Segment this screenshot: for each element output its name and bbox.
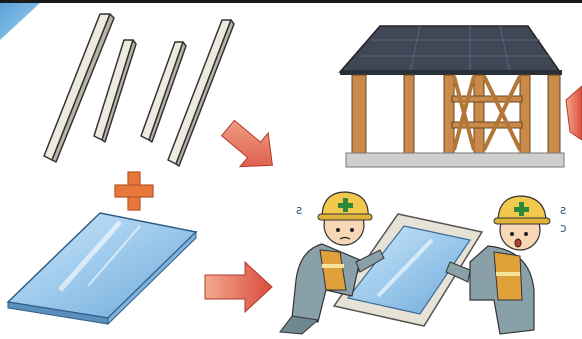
frame-bar-3 xyxy=(141,42,186,142)
frame-parts-group xyxy=(44,14,234,166)
svg-text:ƨ: ƨ xyxy=(296,203,302,217)
svg-text:ɔ: ɔ xyxy=(560,221,567,235)
svg-text:ƨ: ƨ xyxy=(560,203,566,217)
plus-icon xyxy=(115,172,153,210)
glass-pane xyxy=(8,213,196,324)
frame-bar-2 xyxy=(94,40,136,142)
corner-decoration xyxy=(0,3,40,40)
arrow-partial-icon xyxy=(566,86,582,140)
arrow-down-right-icon xyxy=(214,111,287,182)
house-frame xyxy=(340,26,564,167)
worker-right: ƨ ɔ xyxy=(446,196,567,334)
arrow-right-icon xyxy=(205,262,272,312)
